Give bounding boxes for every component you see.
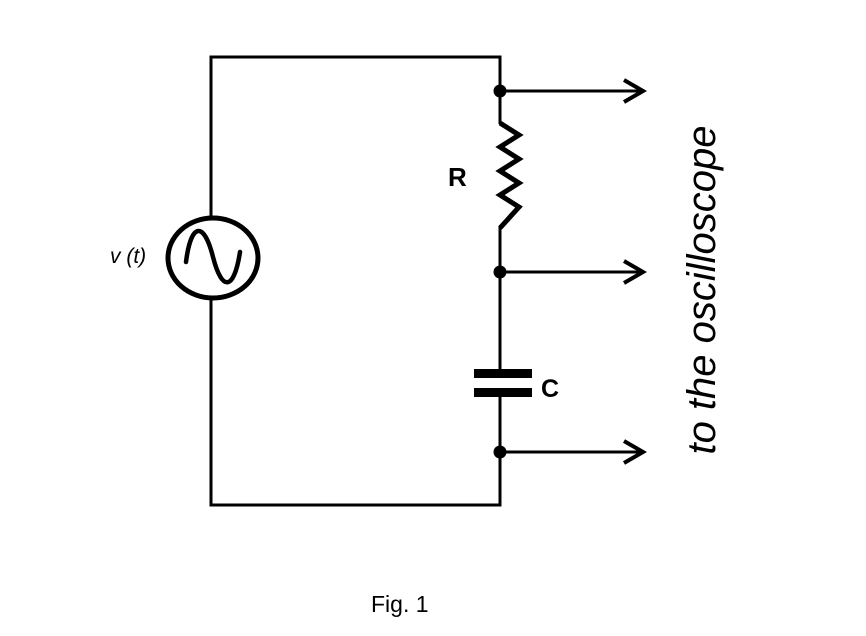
ac-source-icon <box>165 215 261 301</box>
resistor-label: R <box>448 162 467 192</box>
wire-top-loop <box>209 55 502 220</box>
capacitor-bottom-plate <box>474 388 532 397</box>
sine-wave-icon <box>183 228 243 285</box>
arrowhead-icon <box>622 78 647 104</box>
oscilloscope-output-label: to the oscilloscope <box>680 125 724 455</box>
figure-caption: Fig. 1 <box>371 591 429 617</box>
arrow-bottom <box>500 439 647 465</box>
wire-bottom-loop <box>209 296 502 507</box>
arrow-top <box>500 78 647 104</box>
circuit-wires <box>209 55 502 507</box>
probe-arrows <box>500 78 647 465</box>
source-voltage-label: v (t) <box>110 245 147 268</box>
capacitor-top-plate <box>474 369 532 378</box>
resistor-icon <box>495 120 524 230</box>
capacitor-icon <box>474 369 532 397</box>
arrowhead-icon <box>622 439 647 465</box>
arrowhead-icon <box>622 259 647 285</box>
ac-source-circle <box>165 215 261 301</box>
arrow-middle <box>500 259 647 285</box>
capacitor-label: C <box>541 375 560 403</box>
